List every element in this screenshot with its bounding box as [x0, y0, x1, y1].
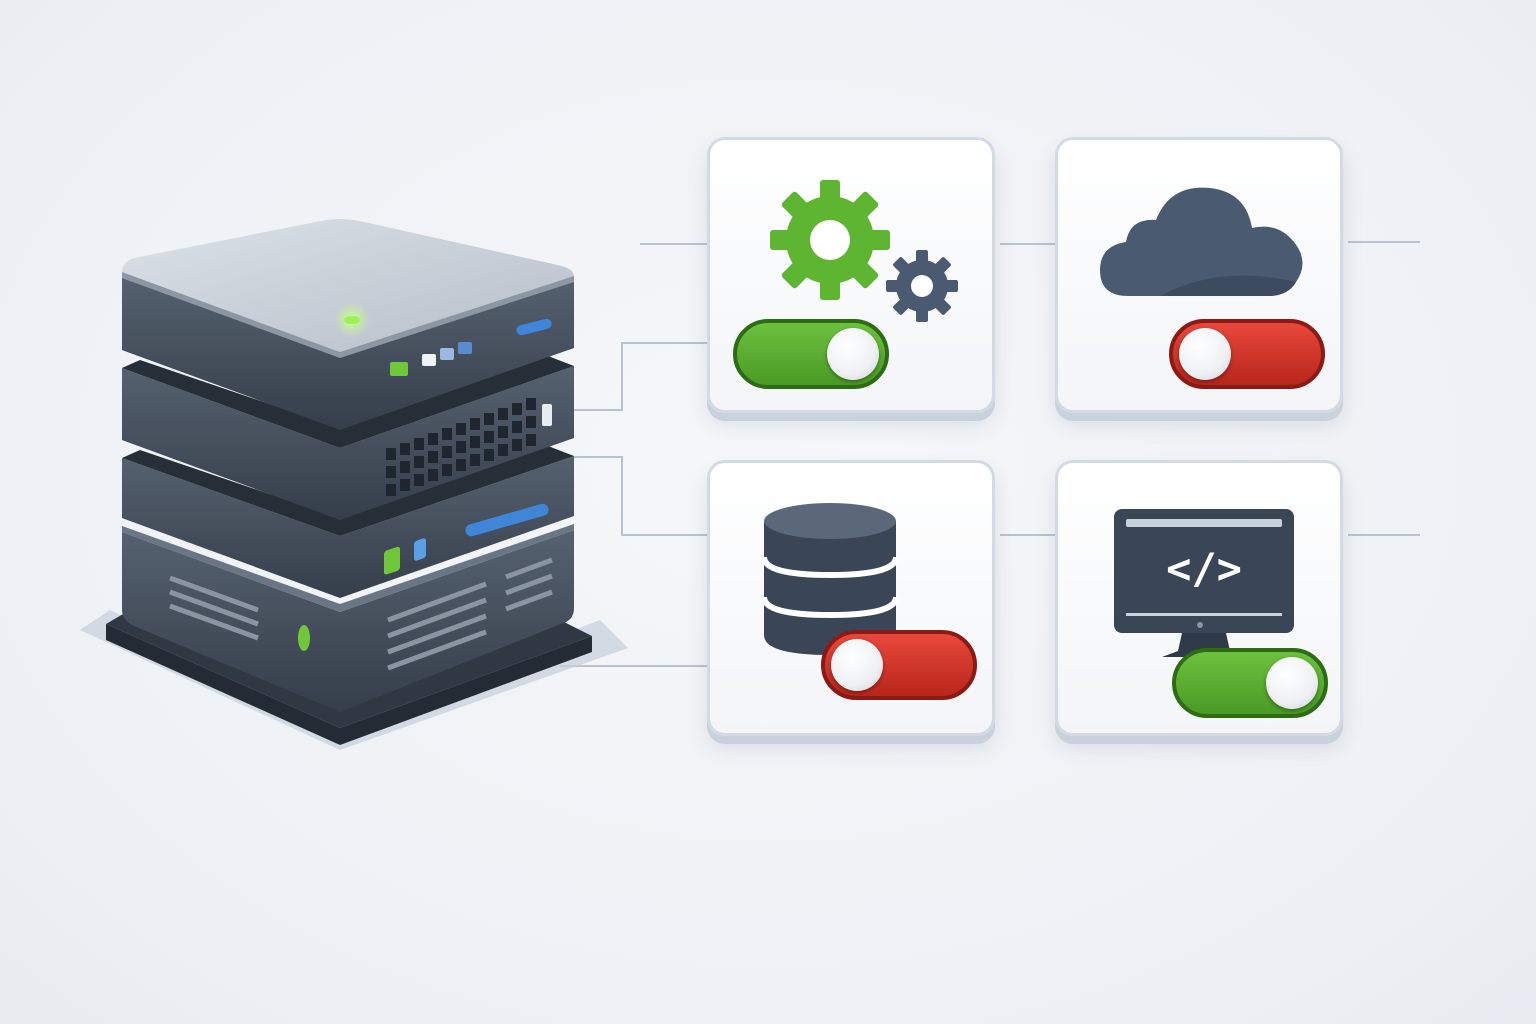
database-tile — [707, 460, 995, 736]
cloud-tile — [1055, 137, 1343, 413]
gears-icon — [770, 180, 958, 322]
cloud-toggle[interactable] — [1169, 319, 1325, 389]
toggle-knob — [831, 639, 883, 691]
code-glyph: </> — [1166, 544, 1242, 593]
toggle-knob — [1266, 657, 1318, 709]
database-toggle[interactable] — [821, 630, 977, 700]
settings-toggle[interactable] — [733, 319, 889, 389]
toggle-knob — [1179, 328, 1231, 380]
database-icon — [761, 503, 899, 655]
code-monitor-icon: </> — [1114, 509, 1294, 657]
cloud-icon — [1100, 187, 1303, 296]
code-tile: </> — [1055, 460, 1343, 736]
code-toggle[interactable] — [1172, 648, 1328, 718]
server-rack-icon — [80, 219, 628, 750]
settings-tile — [707, 137, 995, 413]
toggle-knob — [827, 328, 879, 380]
